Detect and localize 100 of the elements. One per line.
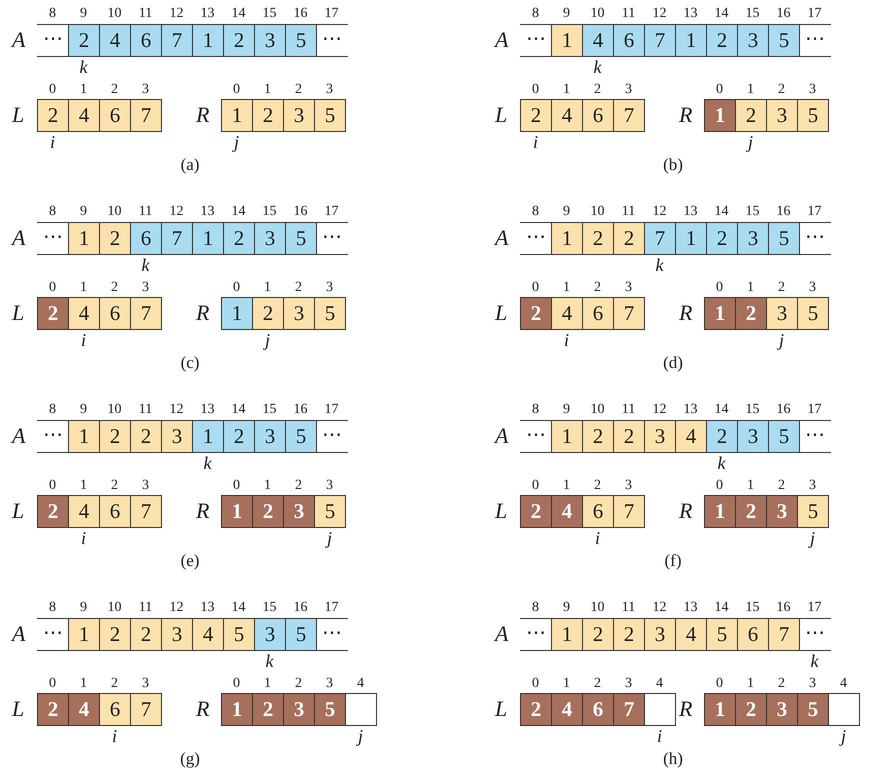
array-cell: 2	[735, 495, 767, 528]
pointer-label: i	[48, 133, 56, 151]
pointer-label: j	[324, 529, 333, 547]
index-number: 2	[294, 82, 303, 98]
pointer-label: k	[78, 58, 89, 76]
array-cell: 6	[99, 99, 131, 132]
index-number: 12	[652, 402, 668, 418]
array-cell: 1	[221, 495, 253, 528]
index-number: 14	[230, 204, 246, 220]
pointer-label: k	[716, 454, 727, 472]
index-number: 9	[562, 600, 571, 616]
array-cell: 2	[68, 24, 100, 57]
array-cell: 3	[161, 618, 193, 651]
array-cell: 2	[735, 693, 767, 726]
array-name: L	[495, 300, 508, 326]
pointer-label: k	[264, 652, 275, 670]
index-number: 0	[531, 280, 540, 296]
array-name: L	[12, 498, 24, 524]
array-cell: 4	[68, 693, 100, 726]
index-number: 2	[593, 280, 602, 296]
index-number: 0	[48, 676, 57, 692]
array-cell: 3	[644, 420, 676, 453]
array-cell: 2	[130, 420, 162, 453]
index-number: 0	[232, 676, 241, 692]
index-number: 0	[715, 280, 724, 296]
index-number: 0	[232, 82, 241, 98]
index-number: 15	[744, 6, 760, 22]
array-cell: 1	[551, 420, 583, 453]
array-cell: 7	[644, 24, 676, 57]
array-cell: 3	[283, 99, 315, 132]
index-number: 1	[746, 82, 755, 98]
index-number: 1	[562, 478, 571, 494]
index-number: 10	[590, 402, 606, 418]
index-number: 2	[593, 676, 602, 692]
index-number: 10	[590, 204, 606, 220]
array-cell: 7	[613, 99, 645, 132]
array-cell: 3	[766, 99, 798, 132]
index-number: 17	[806, 402, 822, 418]
index-number: 13	[200, 600, 216, 616]
index-number: 0	[48, 478, 57, 494]
array-cell: 3	[766, 297, 798, 330]
array-cell: 2	[223, 420, 255, 453]
index-number: 14	[230, 402, 246, 418]
index-number: 12	[168, 402, 184, 418]
index-number: 8	[531, 6, 540, 22]
array-cell: 2	[99, 618, 131, 651]
array-cell: 4	[551, 297, 583, 330]
array-cell: 4	[99, 24, 131, 57]
index-number: 15	[744, 600, 760, 616]
index-number: 9	[79, 402, 88, 418]
array-cell: 3	[283, 495, 315, 528]
index-number: 15	[262, 6, 278, 22]
array-cell: 5	[797, 693, 829, 726]
array-cell: 5	[285, 222, 317, 255]
ellipsis-cell: ⋯	[799, 420, 831, 453]
array-cell: 3	[254, 222, 286, 255]
array-cell: 1	[192, 222, 224, 255]
index-number: 3	[325, 478, 334, 494]
array-cell: 2	[706, 420, 738, 453]
array-cell: 5	[314, 99, 346, 132]
array-cell: 3	[254, 24, 286, 57]
index-number: 16	[776, 6, 792, 22]
index-number: 3	[141, 280, 150, 296]
array-cell: 2	[735, 99, 767, 132]
index-number: 16	[776, 600, 792, 616]
array-cell: 5	[768, 222, 800, 255]
array-cell: 2	[37, 297, 69, 330]
index-number: 14	[714, 204, 730, 220]
array-cell: 2	[613, 222, 645, 255]
array-cell: 2	[706, 222, 738, 255]
index-number: 16	[292, 204, 308, 220]
array-name: R	[196, 300, 210, 326]
pointer-label: i	[656, 727, 663, 745]
index-number: 2	[110, 82, 119, 98]
ellipsis-cell: ⋯	[316, 618, 348, 651]
index-number: 4	[655, 676, 664, 692]
index-number: 4	[356, 676, 365, 692]
index-number: 17	[806, 600, 822, 616]
index-number: 2	[110, 280, 119, 296]
index-number: 3	[325, 280, 334, 296]
index-number: 1	[79, 280, 88, 296]
array-cell: 1	[68, 618, 100, 651]
index-number: 1	[263, 280, 272, 296]
index-number: 3	[141, 82, 150, 98]
index-number: 0	[48, 82, 57, 98]
array-name: R	[679, 498, 692, 524]
index-number: 10	[590, 600, 606, 616]
array-cell: 1	[551, 24, 583, 57]
pointer-label: k	[592, 58, 603, 76]
index-number: 4	[839, 676, 848, 692]
index-number: 1	[746, 280, 755, 296]
array-cell: 2	[252, 297, 284, 330]
index-number: 0	[531, 82, 540, 98]
index-number: 15	[262, 402, 278, 418]
panel-caption: (b)	[662, 155, 684, 175]
index-number: 16	[776, 204, 792, 220]
array-cell: 4	[551, 99, 583, 132]
array-cell: 1	[221, 99, 253, 132]
pointer-label: i	[80, 331, 87, 349]
pointer-label: j	[262, 331, 271, 349]
